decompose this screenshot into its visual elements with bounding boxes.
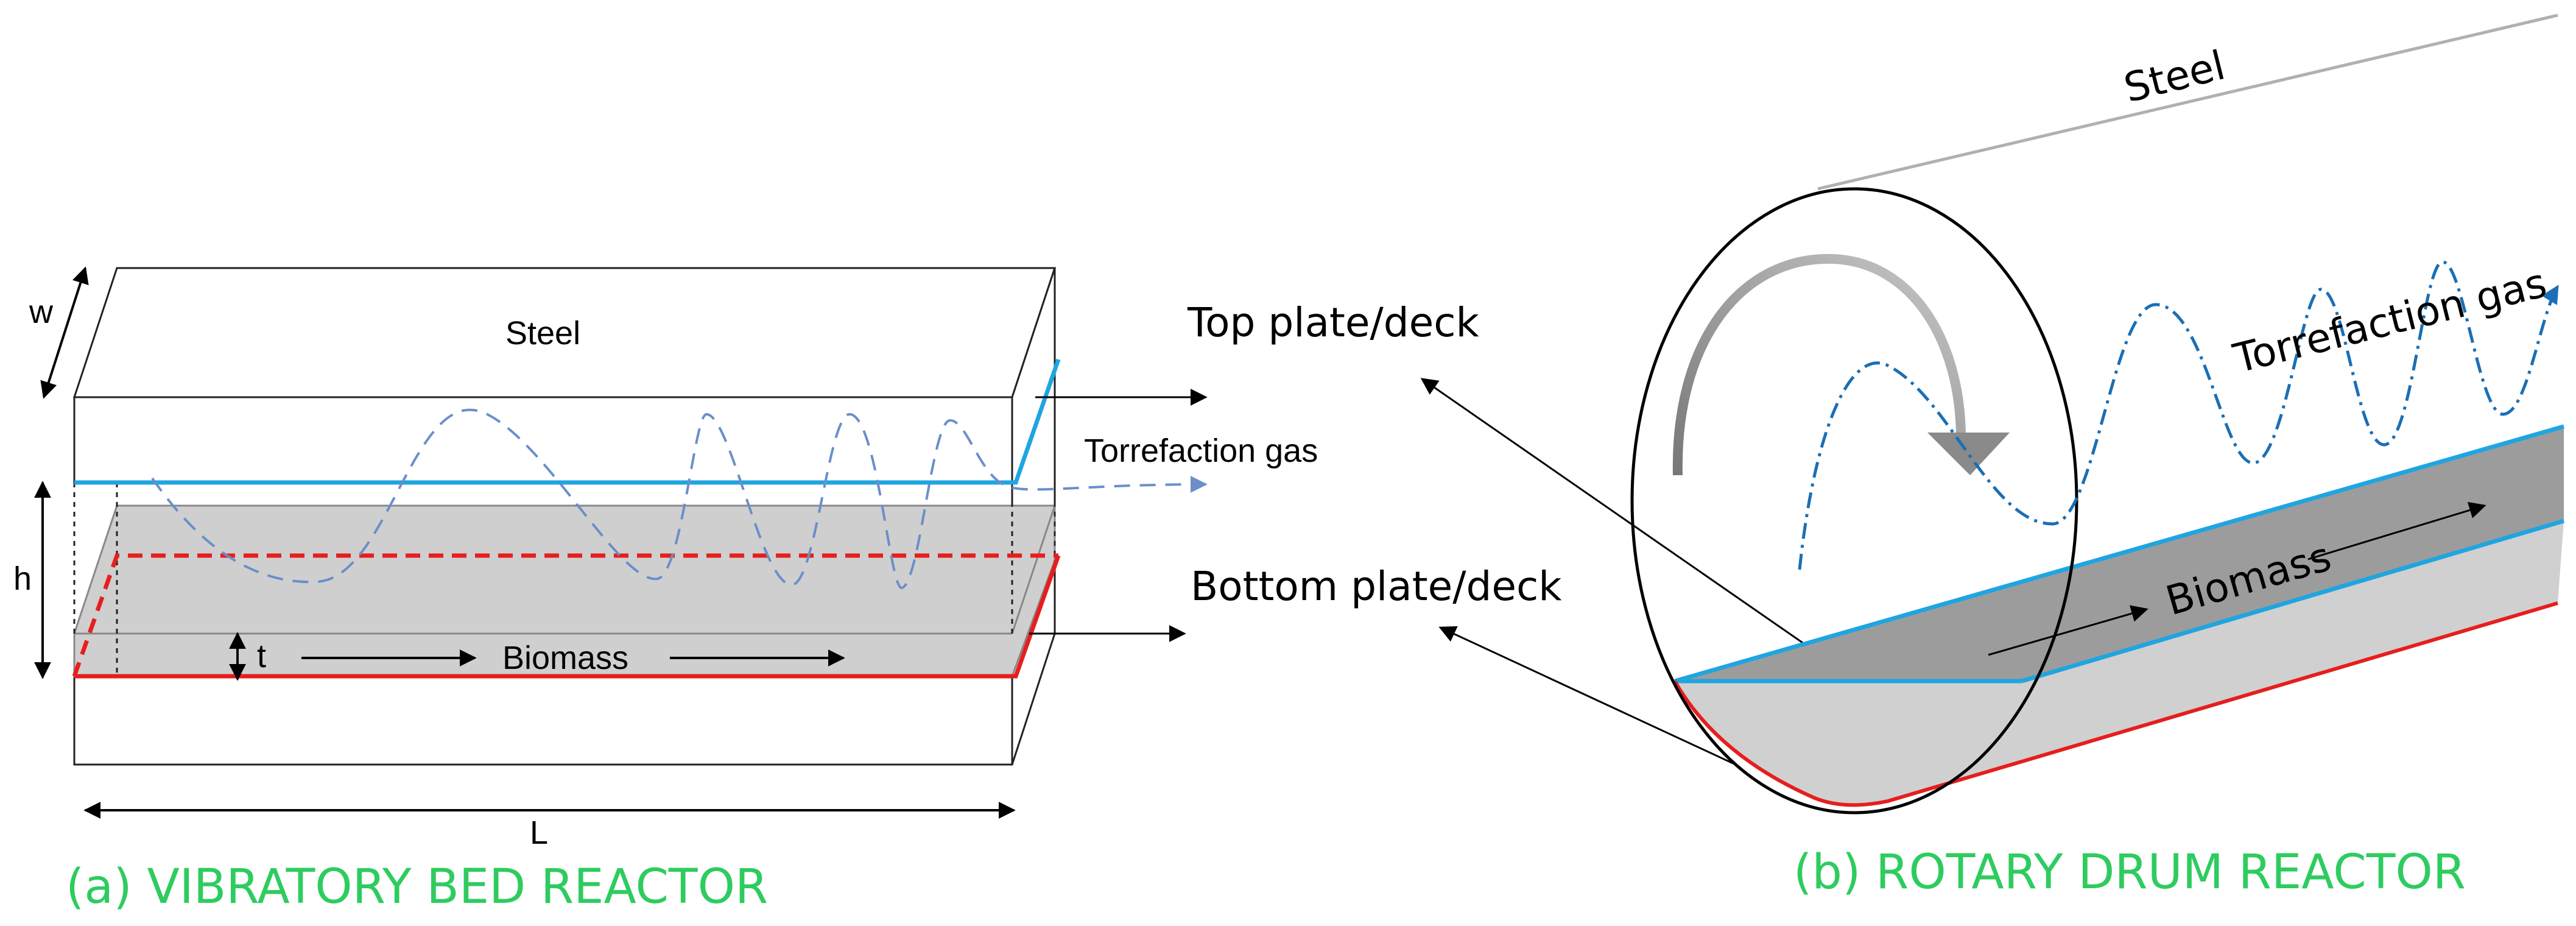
torrefaction-gas-wave	[151, 408, 1208, 590]
left-gas-label: Torrefaction gas	[1084, 433, 1318, 469]
left-steel-label: Steel	[505, 315, 580, 352]
bottom-plate-line	[74, 554, 1061, 679]
top-plate-line	[74, 358, 1061, 485]
w-dimension-arrow	[40, 266, 89, 399]
rotation-arrow	[1672, 253, 1966, 476]
bottom-plate-pointer	[1438, 626, 1736, 766]
rotary-drum-reactor: Steel Torrefaction gas Biomass (b) ROTAR…	[1630, 13, 2564, 900]
vibratory-bed-reactor: Steel w h t L Biomass Torrefaction gas (…	[13, 266, 1318, 914]
rotation-arrowhead	[1927, 433, 2010, 475]
drum-top-plate-line	[1674, 424, 2564, 684]
plate-labels: Top plate/deck Bottom plate/deck	[1187, 299, 1803, 766]
bottom-plate-back-line	[72, 553, 1058, 677]
h-label: h	[13, 560, 32, 597]
guide-lines	[73, 482, 1056, 676]
drum-lower-body	[1675, 521, 2564, 805]
drum-top-edge	[1817, 13, 2558, 191]
t-label: t	[257, 638, 266, 674]
top-plate-label: Top plate/deck	[1187, 299, 1480, 346]
left-caption: (a) VIBRATORY BED REACTOR	[66, 860, 768, 914]
bottom-plate-label: Bottom plate/deck	[1191, 563, 1562, 610]
right-gas-label: Torrefaction gas	[2228, 260, 2551, 383]
right-torrefaction-gas-wave	[1798, 260, 2560, 570]
right-steel-label: Steel	[2119, 41, 2229, 111]
left-biomass-label: Biomass	[502, 640, 628, 676]
drum-top-plate-line-far	[2021, 518, 2564, 684]
drum-biomass-arrow-2	[2307, 501, 2486, 560]
right-caption: (b) ROTARY DRUM REACTOR	[1793, 845, 2466, 900]
top-plate-pointer	[1420, 378, 1803, 644]
l-label: L	[530, 815, 548, 851]
drum-biomass-arrow-1	[1988, 605, 2148, 656]
w-label: w	[29, 294, 54, 330]
bottom-steel-plate	[73, 675, 1013, 766]
drum-bottom-plate-line	[1673, 601, 2558, 807]
